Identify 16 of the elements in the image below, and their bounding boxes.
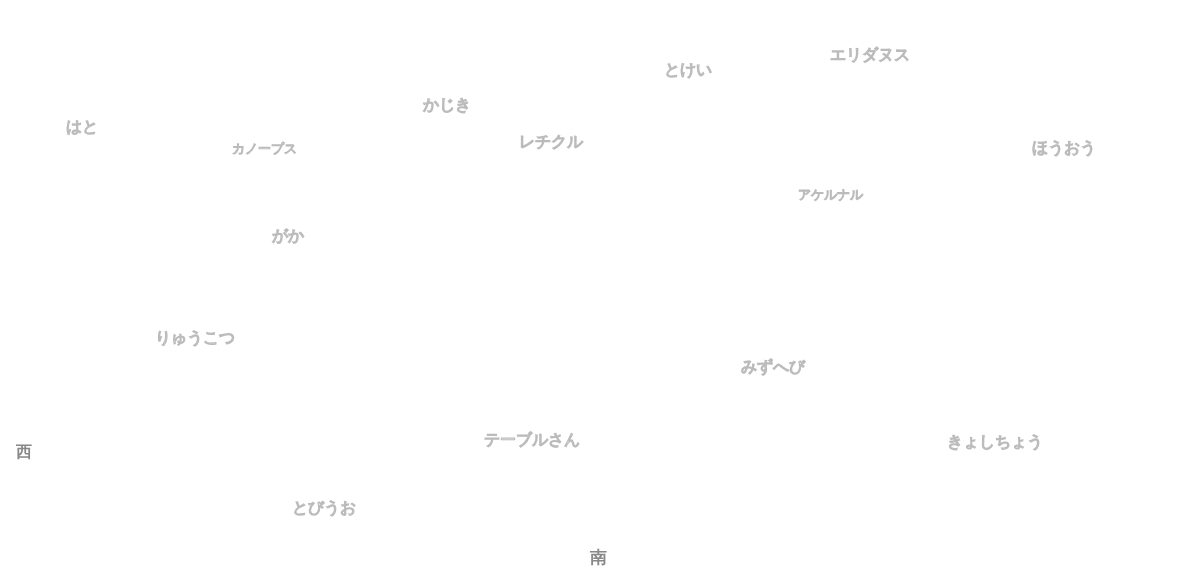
star-name: アケルナル	[798, 188, 863, 203]
constellation-name: ほうおう	[1032, 139, 1096, 157]
constellation-name: りゅうこつ	[155, 329, 235, 347]
direction-label: 西	[16, 443, 32, 461]
constellation-name: とびうお	[292, 499, 356, 517]
constellation-name: レチクル	[519, 133, 583, 151]
constellation-name: がか	[272, 227, 304, 245]
direction-label: 南	[590, 548, 607, 567]
constellation-name: テーブルさん	[484, 431, 580, 449]
constellation-name: とけい	[664, 61, 712, 79]
star-name: カノープス	[232, 142, 297, 157]
constellation-name: みずへび	[741, 358, 805, 376]
constellation-name: かじき	[423, 96, 471, 114]
constellation-name: きょしちょう	[947, 433, 1043, 451]
constellation-name: エリダヌス	[830, 46, 910, 64]
constellation-name: はと	[66, 118, 98, 136]
